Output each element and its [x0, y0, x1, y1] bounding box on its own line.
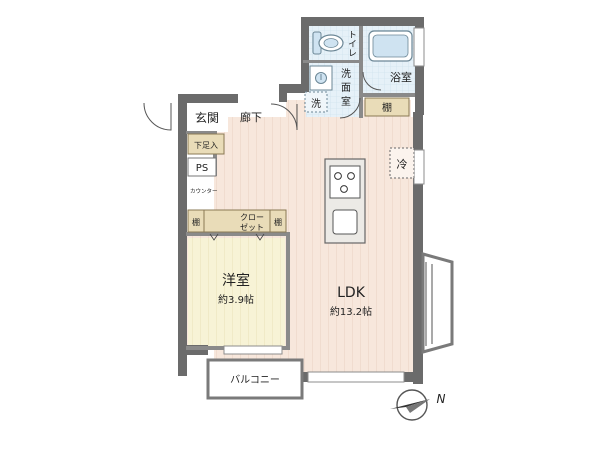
- washroom-label-line1: 洗: [341, 68, 351, 80]
- washer-area: [304, 91, 328, 113]
- western-room-floor-inner: [188, 238, 285, 346]
- toilet-label: トイレ: [346, 30, 357, 57]
- closet-area: [187, 209, 287, 241]
- washroom-label-line3: 室: [341, 95, 351, 108]
- entrance-label: 玄関: [195, 110, 219, 125]
- counter-label: カウンター: [190, 187, 218, 195]
- shelf-bath-area: [364, 97, 410, 117]
- closet-label-line2: ゼット: [240, 222, 264, 232]
- compass: N: [390, 389, 446, 421]
- ps-label: PS: [196, 163, 208, 174]
- bay-window-frames: [425, 262, 433, 346]
- shoe-box-label: 下足入: [194, 141, 218, 150]
- ldk-size: 約13.2帖: [330, 305, 372, 318]
- closet-label-line1: クロー: [240, 213, 264, 222]
- entrance-floor: [186, 102, 228, 132]
- balcony-label: バルコニー: [230, 374, 280, 386]
- shoe-box-area: [187, 133, 225, 155]
- fridge-area: [389, 147, 415, 179]
- ps-area: [187, 157, 217, 177]
- balcony-outline: [206, 358, 304, 400]
- bath-label: 浴室: [390, 70, 412, 84]
- bay-window: [421, 252, 454, 354]
- washroom-label-line2: 面: [341, 83, 351, 94]
- shelf-right-label: 棚: [274, 217, 282, 227]
- western-room-size: 約3.9帖: [218, 293, 254, 306]
- bathtub: [368, 30, 413, 62]
- western-room-label: 洋室: [222, 272, 250, 289]
- toilet-fixture: [312, 31, 344, 55]
- shelf-bath-label: 棚: [382, 101, 392, 114]
- door-swings: [143, 71, 382, 131]
- fridge-label: 冷: [397, 158, 408, 171]
- ldk-label: LDK: [337, 285, 366, 301]
- washer-label: 洗: [311, 98, 321, 110]
- compass-north-label: N: [437, 392, 446, 406]
- wash-basin: [309, 65, 333, 91]
- windows: [223, 27, 425, 383]
- shelf-left-label: 棚: [192, 217, 200, 227]
- kitchen-island: [324, 158, 366, 244]
- corridor-label: 廊下: [240, 110, 262, 124]
